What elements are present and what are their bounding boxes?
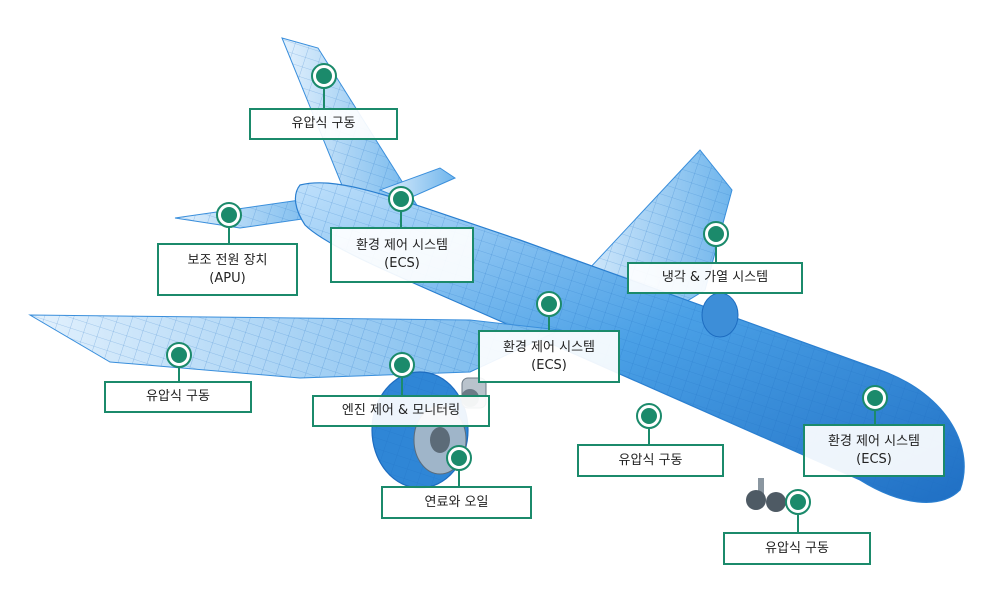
hotspot-dot-icon[interactable] (311, 63, 337, 89)
callout-label: 엔진 제어 & 모니터링 (312, 395, 490, 427)
callout-label: 유압식 구동 (723, 532, 871, 565)
hotspot-dot-icon[interactable] (216, 202, 242, 228)
hotspot-dot-icon[interactable] (703, 221, 729, 247)
hotspot-dot-icon[interactable] (446, 445, 472, 471)
hotspot-dot-icon[interactable] (785, 489, 811, 515)
callout-label: 유압식 구동 (577, 444, 724, 477)
callout-label: 유압식 구동 (104, 381, 252, 413)
left-wing (28, 314, 562, 379)
right-engine (701, 292, 739, 338)
callout-label: 환경 제어 시스템 (ECS) (803, 424, 945, 477)
callout-label: 환경 제어 시스템 (ECS) (478, 330, 620, 383)
nose-landing-gear (746, 478, 786, 512)
callout-label: 보조 전원 장치 (APU) (157, 243, 298, 296)
hotspot-dot-icon[interactable] (636, 403, 662, 429)
hotspot-dot-icon[interactable] (862, 385, 888, 411)
hotspot-dot-icon[interactable] (388, 186, 414, 212)
callout-label: 유압식 구동 (249, 108, 398, 140)
engine-nacelle (371, 371, 469, 489)
callout-label: 냉각 & 가열 시스템 (627, 262, 803, 294)
hotspot-dot-icon[interactable] (166, 342, 192, 368)
hotspot-dot-icon[interactable] (536, 291, 562, 317)
hotspot-dot-icon[interactable] (389, 352, 415, 378)
callout-label: 환경 제어 시스템 (ECS) (330, 227, 474, 283)
callout-label: 연료와 오일 (381, 486, 532, 519)
